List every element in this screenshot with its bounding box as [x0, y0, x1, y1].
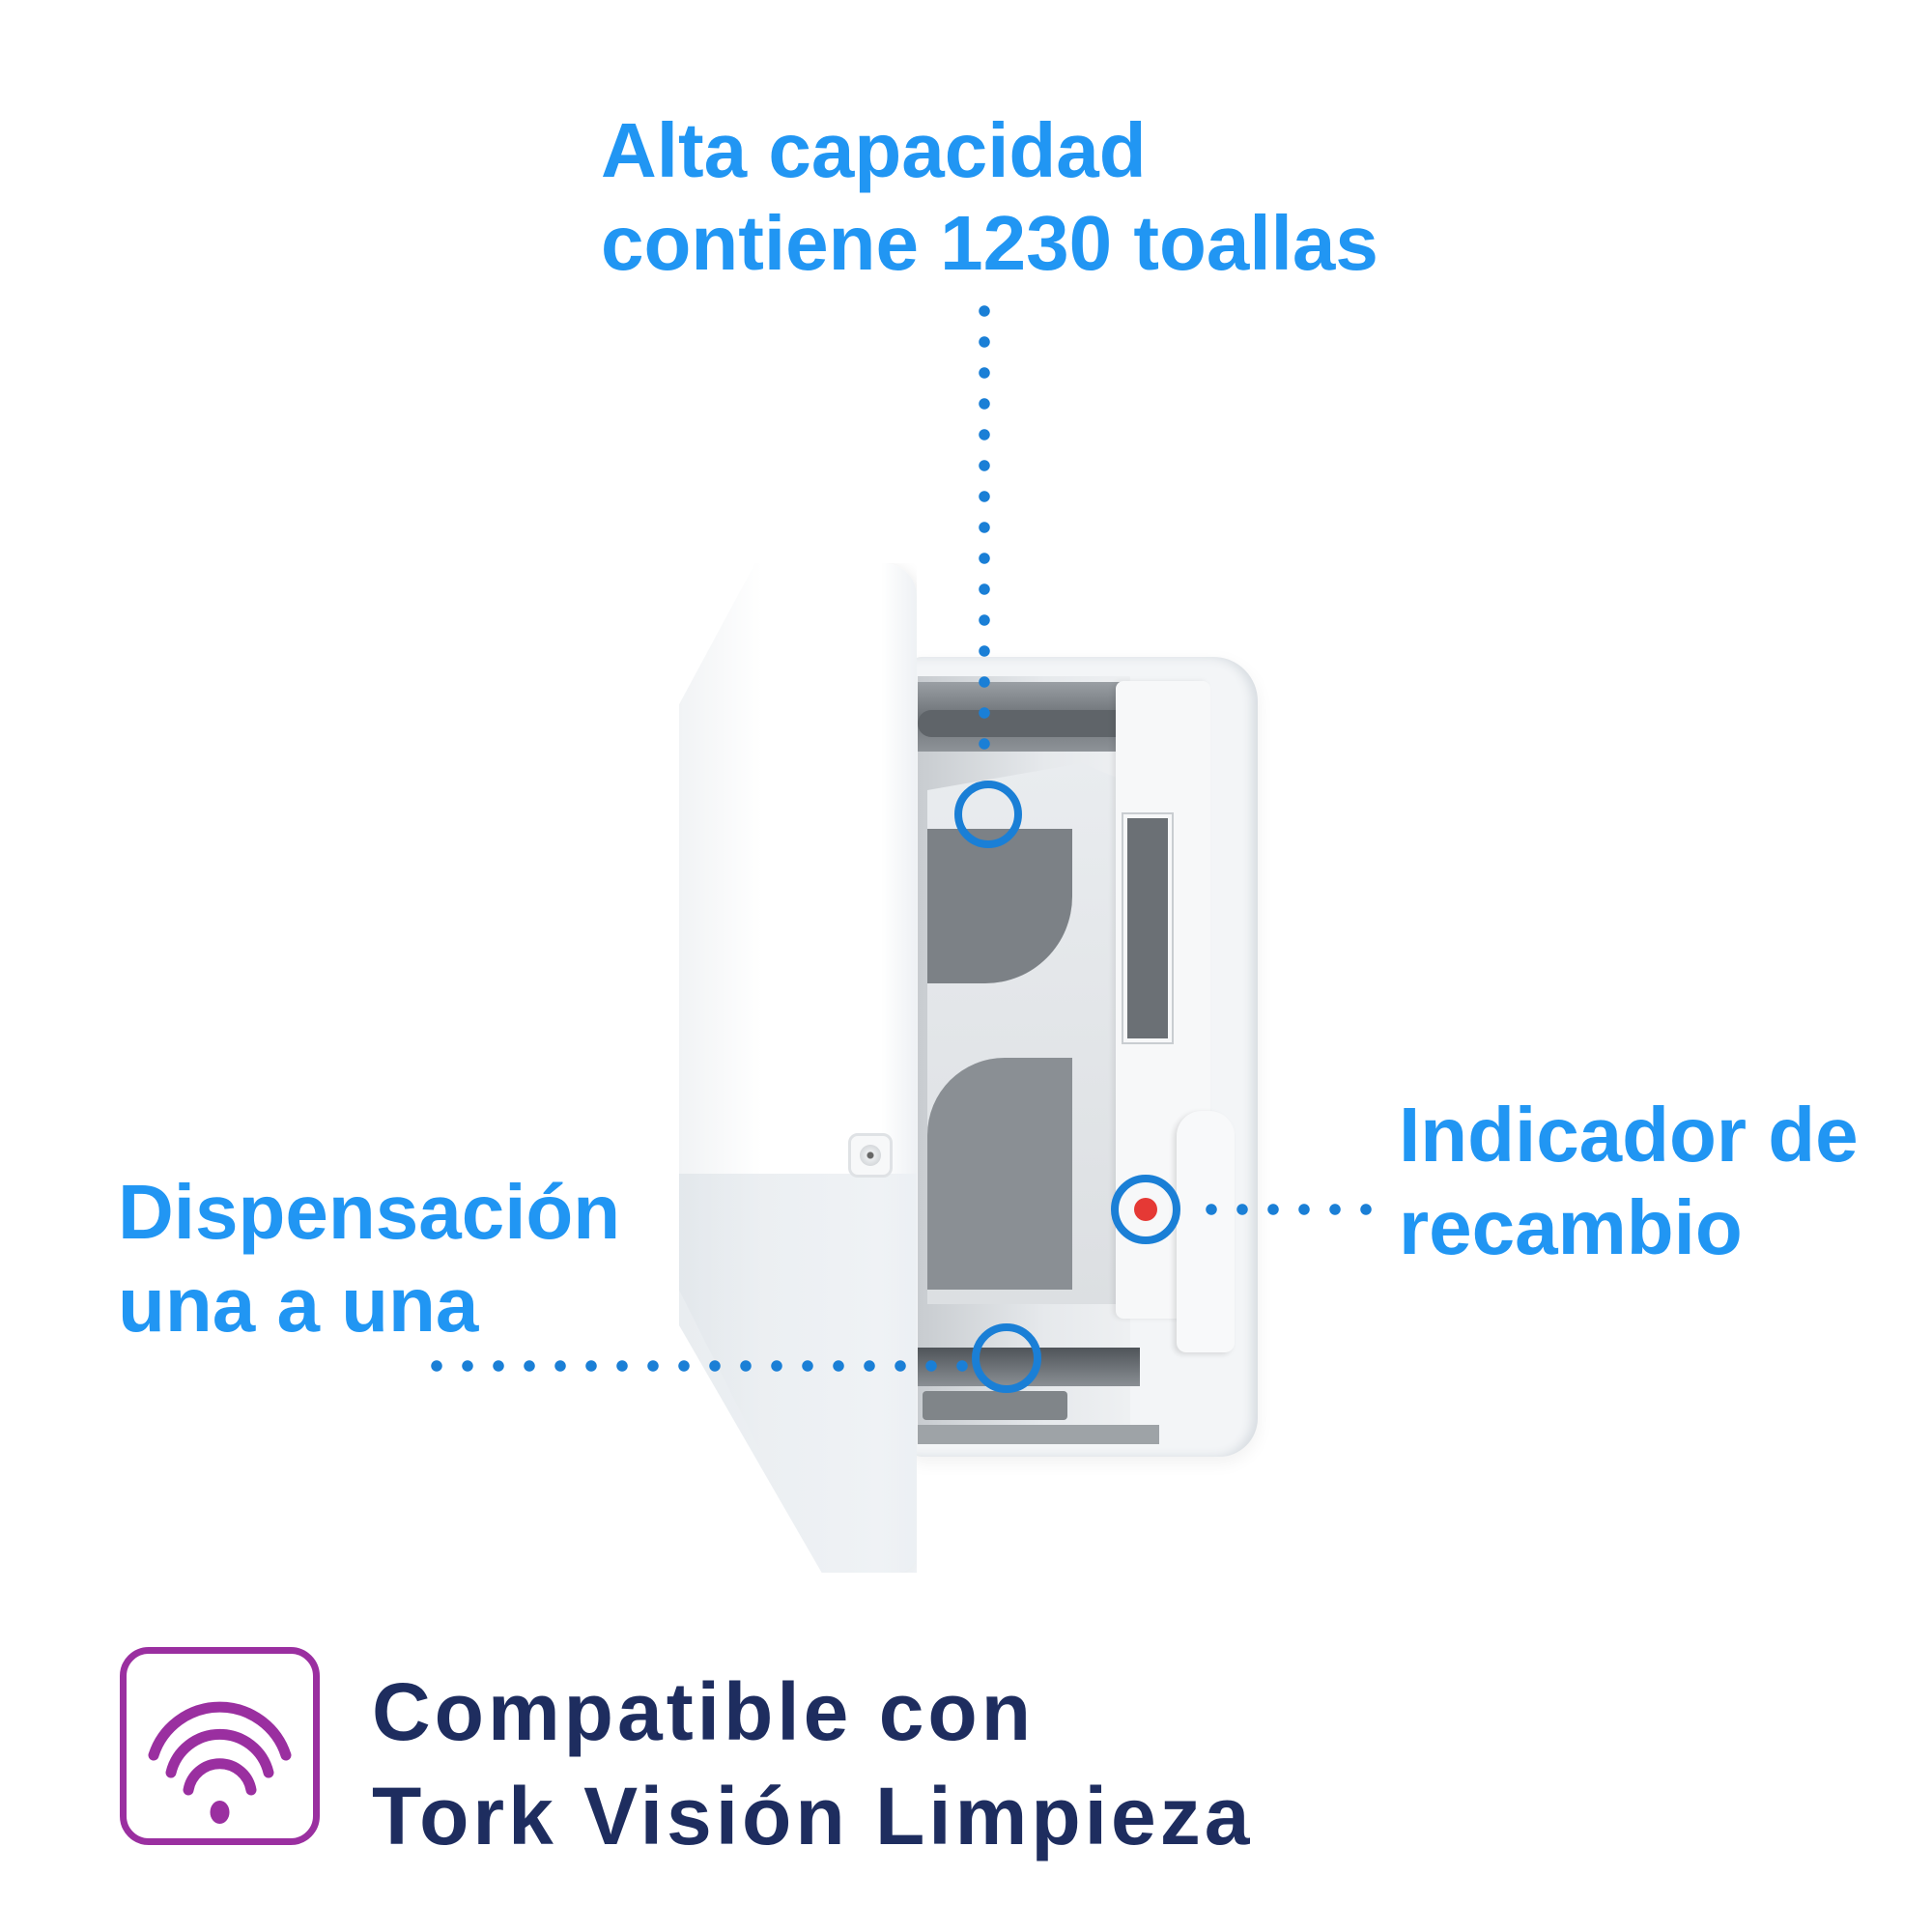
- wifi-icon: [148, 1701, 292, 1824]
- wifi-badge: [120, 1647, 320, 1845]
- compatibility-line1: Compatible con: [372, 1666, 1036, 1757]
- dispensing-leader-line: [421, 1360, 978, 1372]
- refill-lever: [1177, 1111, 1235, 1352]
- capacity-callout: Alta capacidad contiene 1230 toallas: [601, 104, 1378, 290]
- lock-icon: [848, 1133, 893, 1178]
- dispenser-transparent-cover: [679, 1174, 917, 1573]
- capacity-highlight-ring: [954, 781, 1022, 848]
- dispensing-callout-line2: una a una: [118, 1262, 479, 1348]
- dispensing-callout-line1: Dispensación: [118, 1169, 621, 1255]
- refill-indicator-callout: Indicador de recambio: [1399, 1089, 1859, 1274]
- dispensing-highlight-ring: [972, 1323, 1041, 1393]
- refill-leader-line: [1196, 1204, 1381, 1215]
- refill-callout-line2: recambio: [1399, 1184, 1743, 1270]
- dispenser-bottom-lip: [918, 1425, 1159, 1444]
- towel-stack-shadow-bottom: [927, 1058, 1072, 1290]
- capacity-window: [1122, 812, 1174, 1044]
- refill-highlight-ring: [1111, 1175, 1180, 1244]
- dispensing-gripper: [923, 1391, 1067, 1420]
- dispensing-callout: Dispensación una a una: [118, 1166, 620, 1351]
- top-roller: [918, 710, 1130, 737]
- compatibility-line2: Tork Visión Limpieza: [372, 1771, 1254, 1861]
- capacity-callout-line1: Alta capacidad: [601, 107, 1147, 193]
- capacity-leader-line: [979, 296, 990, 759]
- refill-callout-line1: Indicador de: [1399, 1092, 1859, 1178]
- capacity-callout-line2: contiene 1230 toallas: [601, 200, 1378, 286]
- compatibility-text: Compatible con Tork Visión Limpieza: [372, 1660, 1253, 1868]
